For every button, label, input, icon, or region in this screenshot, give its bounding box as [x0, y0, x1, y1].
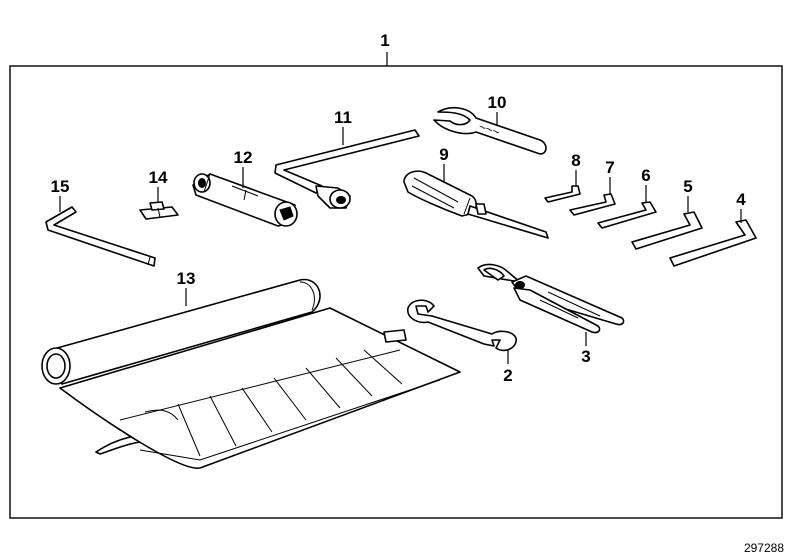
part-fuse-14	[139, 201, 179, 220]
reference-number: 297288	[744, 541, 784, 555]
callout-11: 11	[334, 108, 352, 145]
part-tool-roll-13	[41, 278, 461, 469]
part-hex-key-7	[569, 193, 616, 216]
callout-1: 1	[380, 31, 390, 66]
part-screwdriver-9	[403, 170, 549, 239]
callout-4: 4	[736, 190, 746, 223]
callout-label-3: 3	[581, 347, 590, 366]
callout-7: 7	[605, 158, 615, 194]
part-socket-wrench-11	[274, 129, 420, 209]
callout-label-2: 2	[503, 366, 512, 385]
part-hex-key-5	[631, 211, 703, 250]
callout-label-11: 11	[334, 108, 352, 127]
callout-13: 13	[177, 269, 196, 306]
part-hook-spanner-10: ~~~	[433, 106, 547, 155]
callout-label-14: 14	[149, 168, 168, 187]
callout-label-15: 15	[51, 177, 70, 196]
callout-2: 2	[503, 350, 513, 385]
part-box-spanner-12	[192, 173, 298, 227]
callout-3: 3	[581, 332, 591, 366]
callout-9: 9	[439, 145, 449, 182]
callout-label-7: 7	[605, 158, 614, 177]
callout-label-13: 13	[177, 269, 196, 288]
diagram-frame	[9, 65, 783, 519]
svg-text:~~~: ~~~	[477, 120, 501, 140]
callout-label-1: 1	[380, 31, 389, 50]
callout-label-4: 4	[736, 190, 746, 209]
callout-label-12: 12	[234, 148, 253, 167]
part-spanner-2	[407, 299, 517, 352]
callout-label-6: 6	[641, 166, 650, 185]
callout-label-5: 5	[683, 177, 692, 196]
part-hex-key-6	[597, 201, 657, 229]
callout-14: 14	[149, 168, 168, 203]
callout-label-8: 8	[571, 151, 580, 170]
callout-10: 10	[488, 93, 507, 126]
part-pliers-3	[477, 263, 625, 334]
callout-8: 8	[571, 151, 581, 186]
part-hex-key-4	[669, 219, 757, 267]
callout-label-9: 9	[439, 145, 448, 164]
callout-12: 12	[234, 148, 253, 188]
part-hex-key-8	[544, 185, 581, 203]
part-hex-key-15	[45, 206, 156, 267]
callout-6: 6	[641, 166, 651, 202]
callout-label-10: 10	[488, 93, 507, 112]
callout-15: 15	[51, 177, 70, 212]
callout-5: 5	[683, 177, 693, 212]
